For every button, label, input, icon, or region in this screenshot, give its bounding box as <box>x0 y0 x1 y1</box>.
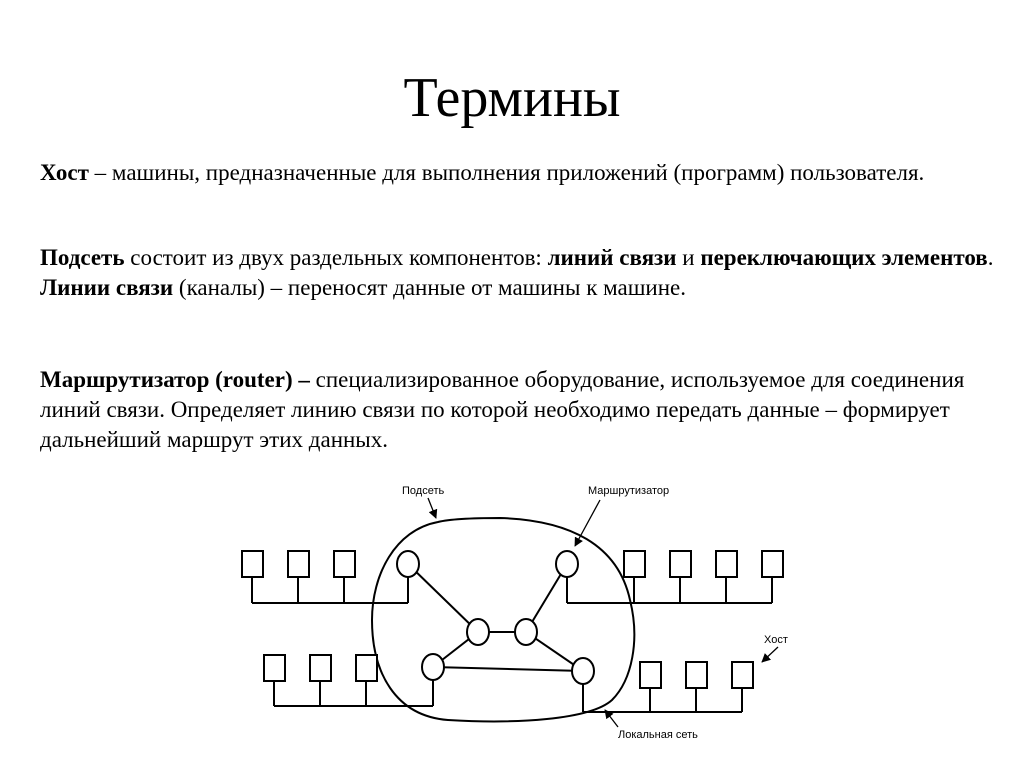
subnet-text-4: (каналы) – переносят данные от машины к … <box>173 275 687 300</box>
host-box <box>263 654 286 682</box>
arrow-router <box>574 499 601 547</box>
subnet-text-3: . <box>987 245 994 270</box>
host-box <box>287 550 310 578</box>
host-box <box>623 550 646 578</box>
router-term: Маршрутизатор (router) – <box>40 367 310 392</box>
label-host: Хост <box>764 634 788 646</box>
switching-elements-term: переключающих элементов <box>700 245 988 270</box>
host-box <box>715 550 738 578</box>
lan-bottom-right <box>582 661 754 713</box>
links-term: линий связи <box>547 245 677 270</box>
host-box <box>241 550 264 578</box>
slide-title: Термины <box>403 67 621 129</box>
host-box <box>355 654 378 682</box>
router-definition: Маршрутизатор (router) – специализирован… <box>40 365 1000 455</box>
host-box <box>731 661 754 689</box>
host-box <box>333 550 356 578</box>
subnet-text-2: и <box>676 245 701 270</box>
lan-top-left <box>241 550 409 604</box>
router-node <box>421 653 445 681</box>
host-box <box>685 661 708 689</box>
subnet-text-1: состоит из двух раздельных компонентов: <box>124 245 548 270</box>
router-text: специализированное оборудование, использ… <box>40 367 965 452</box>
host-box <box>761 550 784 578</box>
label-lan: Локальная сеть <box>618 729 698 741</box>
channels-term: Линии связи <box>40 275 174 300</box>
subnet-boundary <box>370 516 636 723</box>
host-term: Хост <box>40 160 89 185</box>
label-router: Маршрутизатор <box>588 485 669 497</box>
router-node <box>514 618 538 646</box>
lan-bottom-left <box>263 654 434 707</box>
host-box <box>309 654 332 682</box>
subnet-definition: Подсеть состоит из двух раздельных компо… <box>40 243 1000 303</box>
router-node <box>571 657 595 685</box>
router-node <box>555 550 579 578</box>
host-definition: Хост – машины, предназначенные для выпол… <box>40 158 1000 188</box>
label-subnet: Подсеть <box>402 485 444 497</box>
host-text: – машины, предназначенные для выполнения… <box>88 160 925 185</box>
routers <box>396 550 595 685</box>
host-box <box>639 661 662 689</box>
arrow-subnet <box>427 497 438 519</box>
router-node <box>396 550 420 578</box>
router-node <box>466 618 490 646</box>
arrow-host <box>761 646 779 663</box>
lan-top-right <box>566 550 784 604</box>
host-box <box>669 550 692 578</box>
subnet-term: Подсеть <box>40 245 125 270</box>
